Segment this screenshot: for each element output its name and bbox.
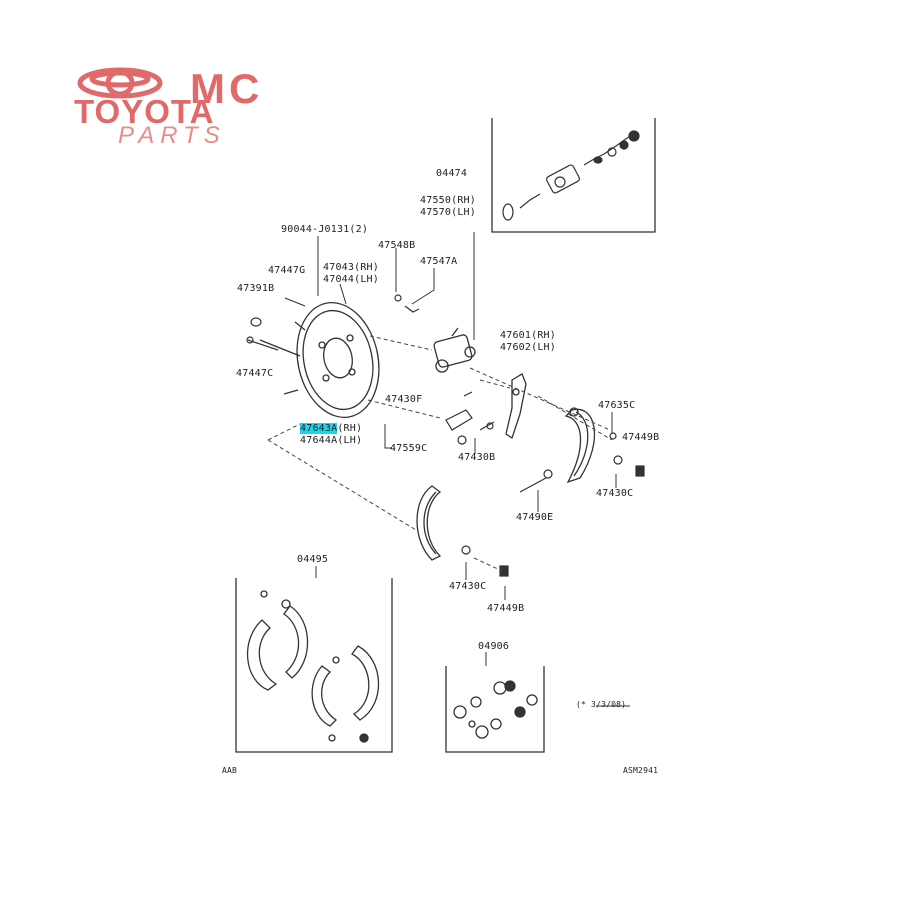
callout-47447G: 47447G xyxy=(268,265,306,276)
solid-leader-lines xyxy=(315,232,630,707)
callout-47449B-lower: 47449B xyxy=(487,603,525,614)
bleeder-drawings xyxy=(394,294,420,313)
right-hardware-drawings xyxy=(519,432,645,493)
callout-47430C-lower: 47430C xyxy=(449,581,487,592)
callout-04495: 04495 xyxy=(297,554,329,565)
small-parts-drawings xyxy=(445,391,495,445)
inset-box-04474 xyxy=(491,118,656,233)
footer-right-code: ASM2941 xyxy=(623,766,659,775)
callout-note: (* 3/3/08) xyxy=(576,700,627,709)
bolt-drawings xyxy=(246,297,306,351)
callout-47570: 47570(LH) xyxy=(420,207,476,218)
callout-47043: 47043(RH) xyxy=(323,262,379,273)
right-brake-shoe-drawing xyxy=(564,407,596,484)
callout-04906: 04906 xyxy=(478,641,510,652)
brand-line2: TOYOTA xyxy=(74,93,215,130)
callout-47391B: 47391B xyxy=(237,283,275,294)
inset-box-04495 xyxy=(235,578,393,753)
callout-47044: 47044(LH) xyxy=(323,274,379,285)
wheel-cylinder-kit-drawing xyxy=(502,130,640,221)
brand-line3: PARTS xyxy=(118,122,226,149)
cup-kit-drawing xyxy=(453,680,538,739)
backing-plate-drawing xyxy=(259,302,380,418)
callout-47644A: 47644A(LH) xyxy=(300,435,363,446)
callout-90044: 90044-J0131(2) xyxy=(281,224,369,235)
inset-box-04906 xyxy=(445,666,545,753)
callout-47449B-right: 47449B xyxy=(622,432,660,443)
callout-47550: 47550(RH) xyxy=(420,195,476,206)
callout-47601: 47601(RH) xyxy=(500,330,556,341)
callout-47430B: 47430B xyxy=(458,452,496,463)
callout-47602: 47602(LH) xyxy=(500,342,556,353)
callout-47430F: 47430F xyxy=(385,394,423,405)
callout-47559C: 47559C xyxy=(390,443,428,454)
brand-line1: MC xyxy=(190,65,264,112)
shoe-kit-drawing xyxy=(247,590,380,743)
adjuster-lever-drawing xyxy=(505,373,527,440)
callout-47490E: 47490E xyxy=(516,512,554,523)
callout-47430C-right: 47430C xyxy=(596,488,634,499)
callout-47643A-highlight: 47643A xyxy=(300,423,338,434)
footer-left-code: AAB xyxy=(222,766,238,775)
toyota-emblem-icon xyxy=(77,67,163,99)
callout-47547A: 47547A xyxy=(420,256,458,267)
callout-47643A: 47643A(RH) xyxy=(300,423,363,434)
wheel-cylinder-drawing xyxy=(433,327,476,373)
lower-brake-shoe-drawing xyxy=(416,485,442,561)
dashed-leader-lines xyxy=(267,335,613,571)
callout-47635C: 47635C xyxy=(598,400,636,411)
callout-47447C: 47447C xyxy=(236,368,274,379)
lower-hardware-drawings xyxy=(461,545,509,577)
callout-47548B: 47548B xyxy=(378,240,416,251)
callout-04474: 04474 xyxy=(436,168,468,179)
